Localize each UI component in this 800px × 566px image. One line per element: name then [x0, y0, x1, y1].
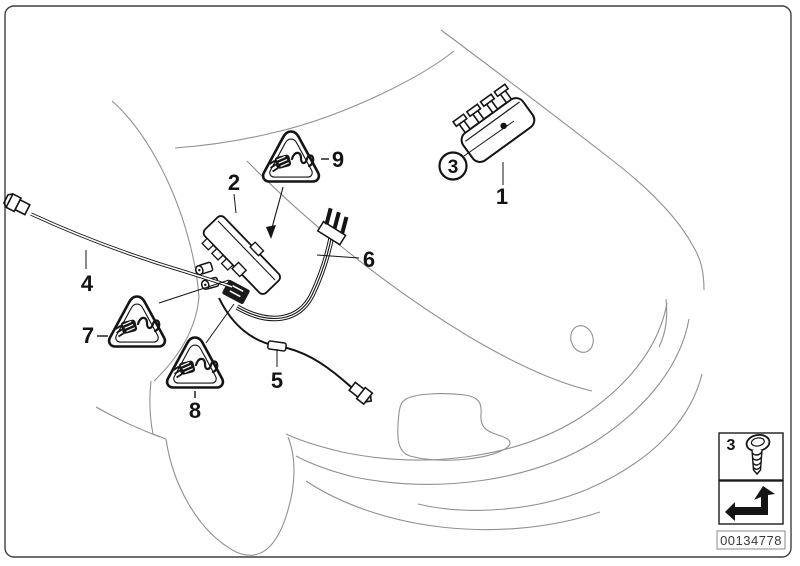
leader-line-9-arrow: [271, 186, 284, 229]
leader-line-circled-3: [463, 120, 515, 157]
callout-2-label[interactable]: 2: [228, 170, 240, 195]
car-rear-outline: [95, 29, 705, 556]
callout-3-label: 3: [448, 157, 459, 178]
legend-fastener-ref-label: 3: [727, 437, 736, 454]
left-pillar-line: [111, 100, 200, 298]
legend-fastener-box[interactable]: 3: [718, 432, 784, 481]
leader-line-6: [316, 254, 360, 259]
cable-harness-6: [235, 207, 349, 322]
trunk-roundel: [570, 325, 594, 353]
callout-5-label[interactable]: 5: [271, 368, 283, 393]
leader-line-8: [205, 303, 235, 344]
bumper-mid-line: [295, 318, 690, 485]
legend-direction-box[interactable]: [718, 480, 784, 525]
callout-1-label[interactable]: 1: [496, 184, 508, 209]
leader-line-7: [158, 279, 230, 304]
arch-front-line: [149, 380, 167, 440]
lower-valance-line: [305, 480, 601, 531]
taillight-outline: [397, 393, 511, 461]
bent-return-arrow-icon: [725, 486, 775, 521]
cable-5-end-plug: [348, 381, 374, 406]
pan-head-screw-icon: [745, 433, 771, 476]
callout-8-label[interactable]: 8: [189, 398, 201, 423]
amplifier-module-part-2: [201, 215, 281, 295]
left-fender-line: [153, 296, 200, 382]
leader-line-2: [233, 193, 237, 214]
harness-6-connector: [316, 207, 349, 246]
callout-3-circled[interactable]: 3: [438, 151, 468, 181]
callout-4-label[interactable]: 4: [81, 271, 94, 296]
callout-7-label[interactable]: 7: [82, 323, 94, 348]
cable-4-end-plug: [3, 192, 31, 216]
callout-9-label[interactable]: 9: [332, 147, 344, 172]
antenna-cable-4: [3, 192, 233, 289]
antenna-cable-5: [218, 297, 374, 406]
page-frame: [4, 5, 792, 558]
callout-6-label[interactable]: 6: [363, 247, 375, 272]
roof-edge-line: [440, 29, 705, 291]
wheel-arch: [165, 436, 295, 556]
part-number-stamp: 00134778: [716, 530, 786, 550]
part-number-text: 00134778: [720, 533, 782, 548]
bumper-top-line: [285, 302, 668, 461]
bumper-bottom-line: [417, 373, 703, 511]
rear-window-top-line: [174, 50, 455, 149]
leader-arrowhead-9: [266, 225, 276, 239]
parcel-shelf-line: [246, 160, 593, 392]
